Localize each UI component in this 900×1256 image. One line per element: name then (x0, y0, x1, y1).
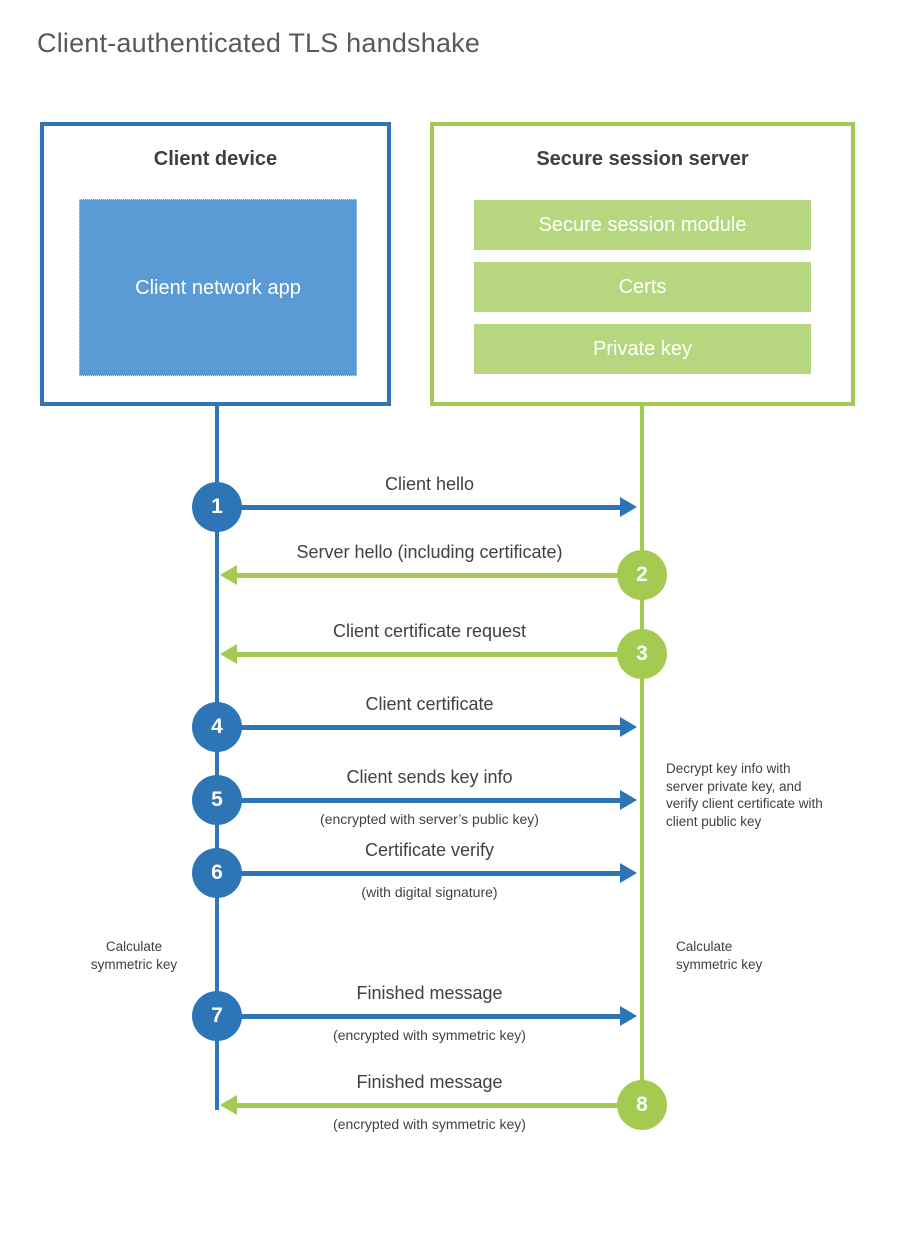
arrow-right-icon (217, 1006, 637, 1026)
arrowhead-icon (220, 1095, 237, 1115)
arrowhead-icon (620, 497, 637, 517)
step-7-number-badge: 7 (192, 991, 242, 1041)
step-4-label: Client certificate (365, 694, 494, 714)
arrowhead-icon (620, 1006, 637, 1026)
step-6-number-badge: 6 (192, 848, 242, 898)
step-7-sublabel: (encrypted with symmetric key) (333, 1027, 526, 1043)
step-6-sublabel: (with digital signature) (361, 884, 498, 900)
client-calculate-symmetric-key-note: Calculate symmetric key (90, 939, 178, 972)
step-8-label: Finished message (356, 1072, 503, 1092)
server-decrypt-note: Decrypt key info with server private key… (666, 761, 823, 829)
step-5-number-badge: 5 (192, 775, 242, 825)
server-lifeline (640, 406, 644, 1106)
arrowhead-icon (620, 790, 637, 810)
client-network-app-box: Client network app (79, 199, 357, 376)
arrowhead-icon (220, 565, 237, 585)
arrow-left-icon (220, 1095, 642, 1115)
arrowhead-icon (220, 644, 237, 664)
client-network-app-label: Client network app (135, 276, 301, 299)
step-3-label: Client certificate request (332, 621, 527, 641)
step-5-sublabel: (encrypted with server’s public key) (320, 811, 539, 827)
client-device-title: Client device (153, 148, 278, 170)
step-5-label: Client sends key info (346, 767, 513, 787)
step-1-number-badge: 1 (192, 482, 242, 532)
client-device-box: Client device Client network app (40, 122, 391, 406)
step-3-number-badge: 3 (617, 629, 667, 679)
secure-session-server-title: Secure session server (536, 148, 749, 170)
page-title: Client-authenticated TLS handshake (37, 28, 481, 58)
arrowhead-icon (620, 717, 637, 737)
step-6-label: Certificate verify (364, 840, 495, 860)
step-2-number-badge: 2 (617, 550, 667, 600)
step-8-sublabel: (encrypted with symmetric key) (333, 1116, 526, 1132)
arrow-left-icon (220, 644, 642, 664)
arrow-right-icon (217, 717, 637, 737)
step-2-label: Server hello (including certificate) (296, 542, 563, 562)
server-module-secure-session: Secure session module (474, 200, 811, 250)
arrow-right-icon (217, 790, 637, 810)
arrow-left-icon (220, 565, 642, 585)
client-lifeline (215, 406, 219, 1110)
arrow-right-icon (217, 863, 637, 883)
step-1-label: Client hello (384, 474, 475, 494)
server-calculate-symmetric-key-note: Calculate symmetric key (676, 939, 763, 972)
arrowhead-icon (620, 863, 637, 883)
step-8-number-badge: 8 (617, 1080, 667, 1130)
step-4-number-badge: 4 (192, 702, 242, 752)
arrow-right-icon (217, 497, 637, 517)
server-module-private-key: Private key (474, 324, 811, 374)
step-7-label: Finished message (356, 983, 503, 1003)
server-module-certs: Certs (474, 262, 811, 312)
secure-session-server-box: Secure session server Secure session mod… (430, 122, 855, 406)
server-modules: Secure session module Certs Private key (474, 200, 811, 386)
